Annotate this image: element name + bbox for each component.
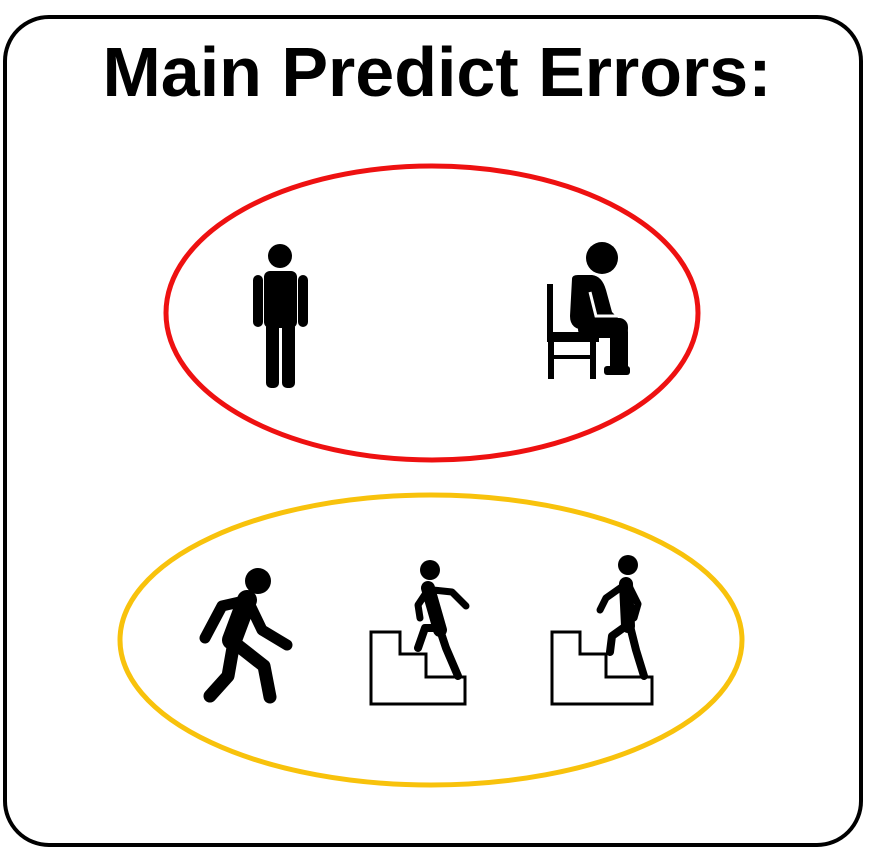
walking-person-icon xyxy=(199,568,293,704)
error-group-2 xyxy=(117,492,745,788)
downstairs-person-icon xyxy=(550,555,654,706)
diagram-panel xyxy=(3,15,863,847)
standing-person-icon xyxy=(253,244,308,388)
yellow-ring xyxy=(117,492,745,788)
page-title: Main Predict Errors: xyxy=(102,33,772,111)
error-group-1 xyxy=(163,163,701,463)
upstairs-person-icon xyxy=(369,560,470,706)
sitting-person-icon xyxy=(547,242,630,379)
red-ring xyxy=(163,163,701,463)
